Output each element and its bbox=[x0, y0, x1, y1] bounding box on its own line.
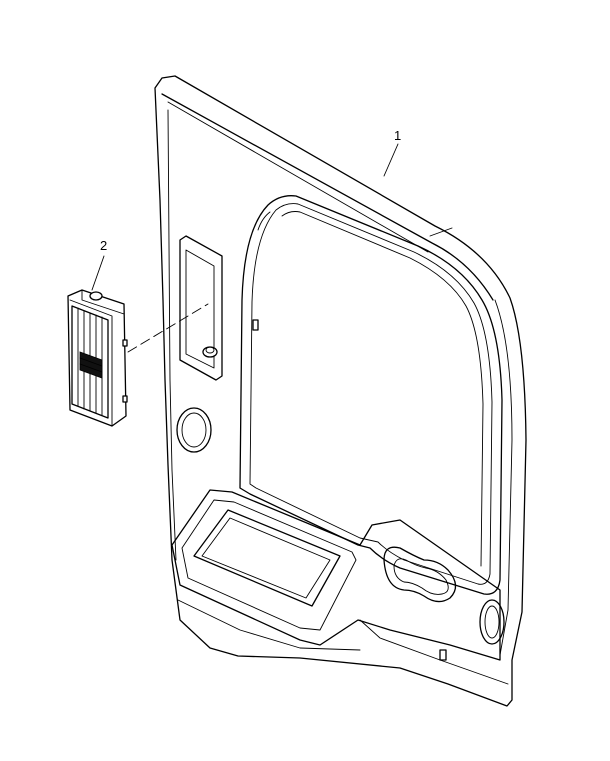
window-clip bbox=[252, 319, 259, 331]
recess-fastener bbox=[202, 346, 218, 358]
callout-1: 1 bbox=[383, 128, 401, 177]
callout-2: 2 bbox=[91, 238, 107, 291]
vent-top-clip bbox=[89, 291, 103, 301]
callout-1-leader bbox=[383, 143, 399, 177]
assembly-leader-line bbox=[127, 303, 209, 353]
tray-pocket bbox=[193, 509, 341, 607]
air-vent-part bbox=[67, 289, 128, 427]
lower-right-oval bbox=[479, 599, 505, 645]
callout-2-leader bbox=[91, 255, 105, 291]
callout-1-label: 1 bbox=[394, 128, 401, 143]
side-panel-part bbox=[154, 75, 527, 707]
panel-top-rim bbox=[161, 93, 494, 301]
side-panel-outline bbox=[154, 75, 527, 707]
circular-port bbox=[176, 407, 212, 453]
lower-tray-outer bbox=[171, 489, 501, 661]
grab-handle-recess bbox=[383, 546, 457, 603]
callout-2-label: 2 bbox=[100, 238, 107, 253]
vent-recess bbox=[179, 235, 223, 381]
window-opening-outer bbox=[239, 195, 503, 595]
